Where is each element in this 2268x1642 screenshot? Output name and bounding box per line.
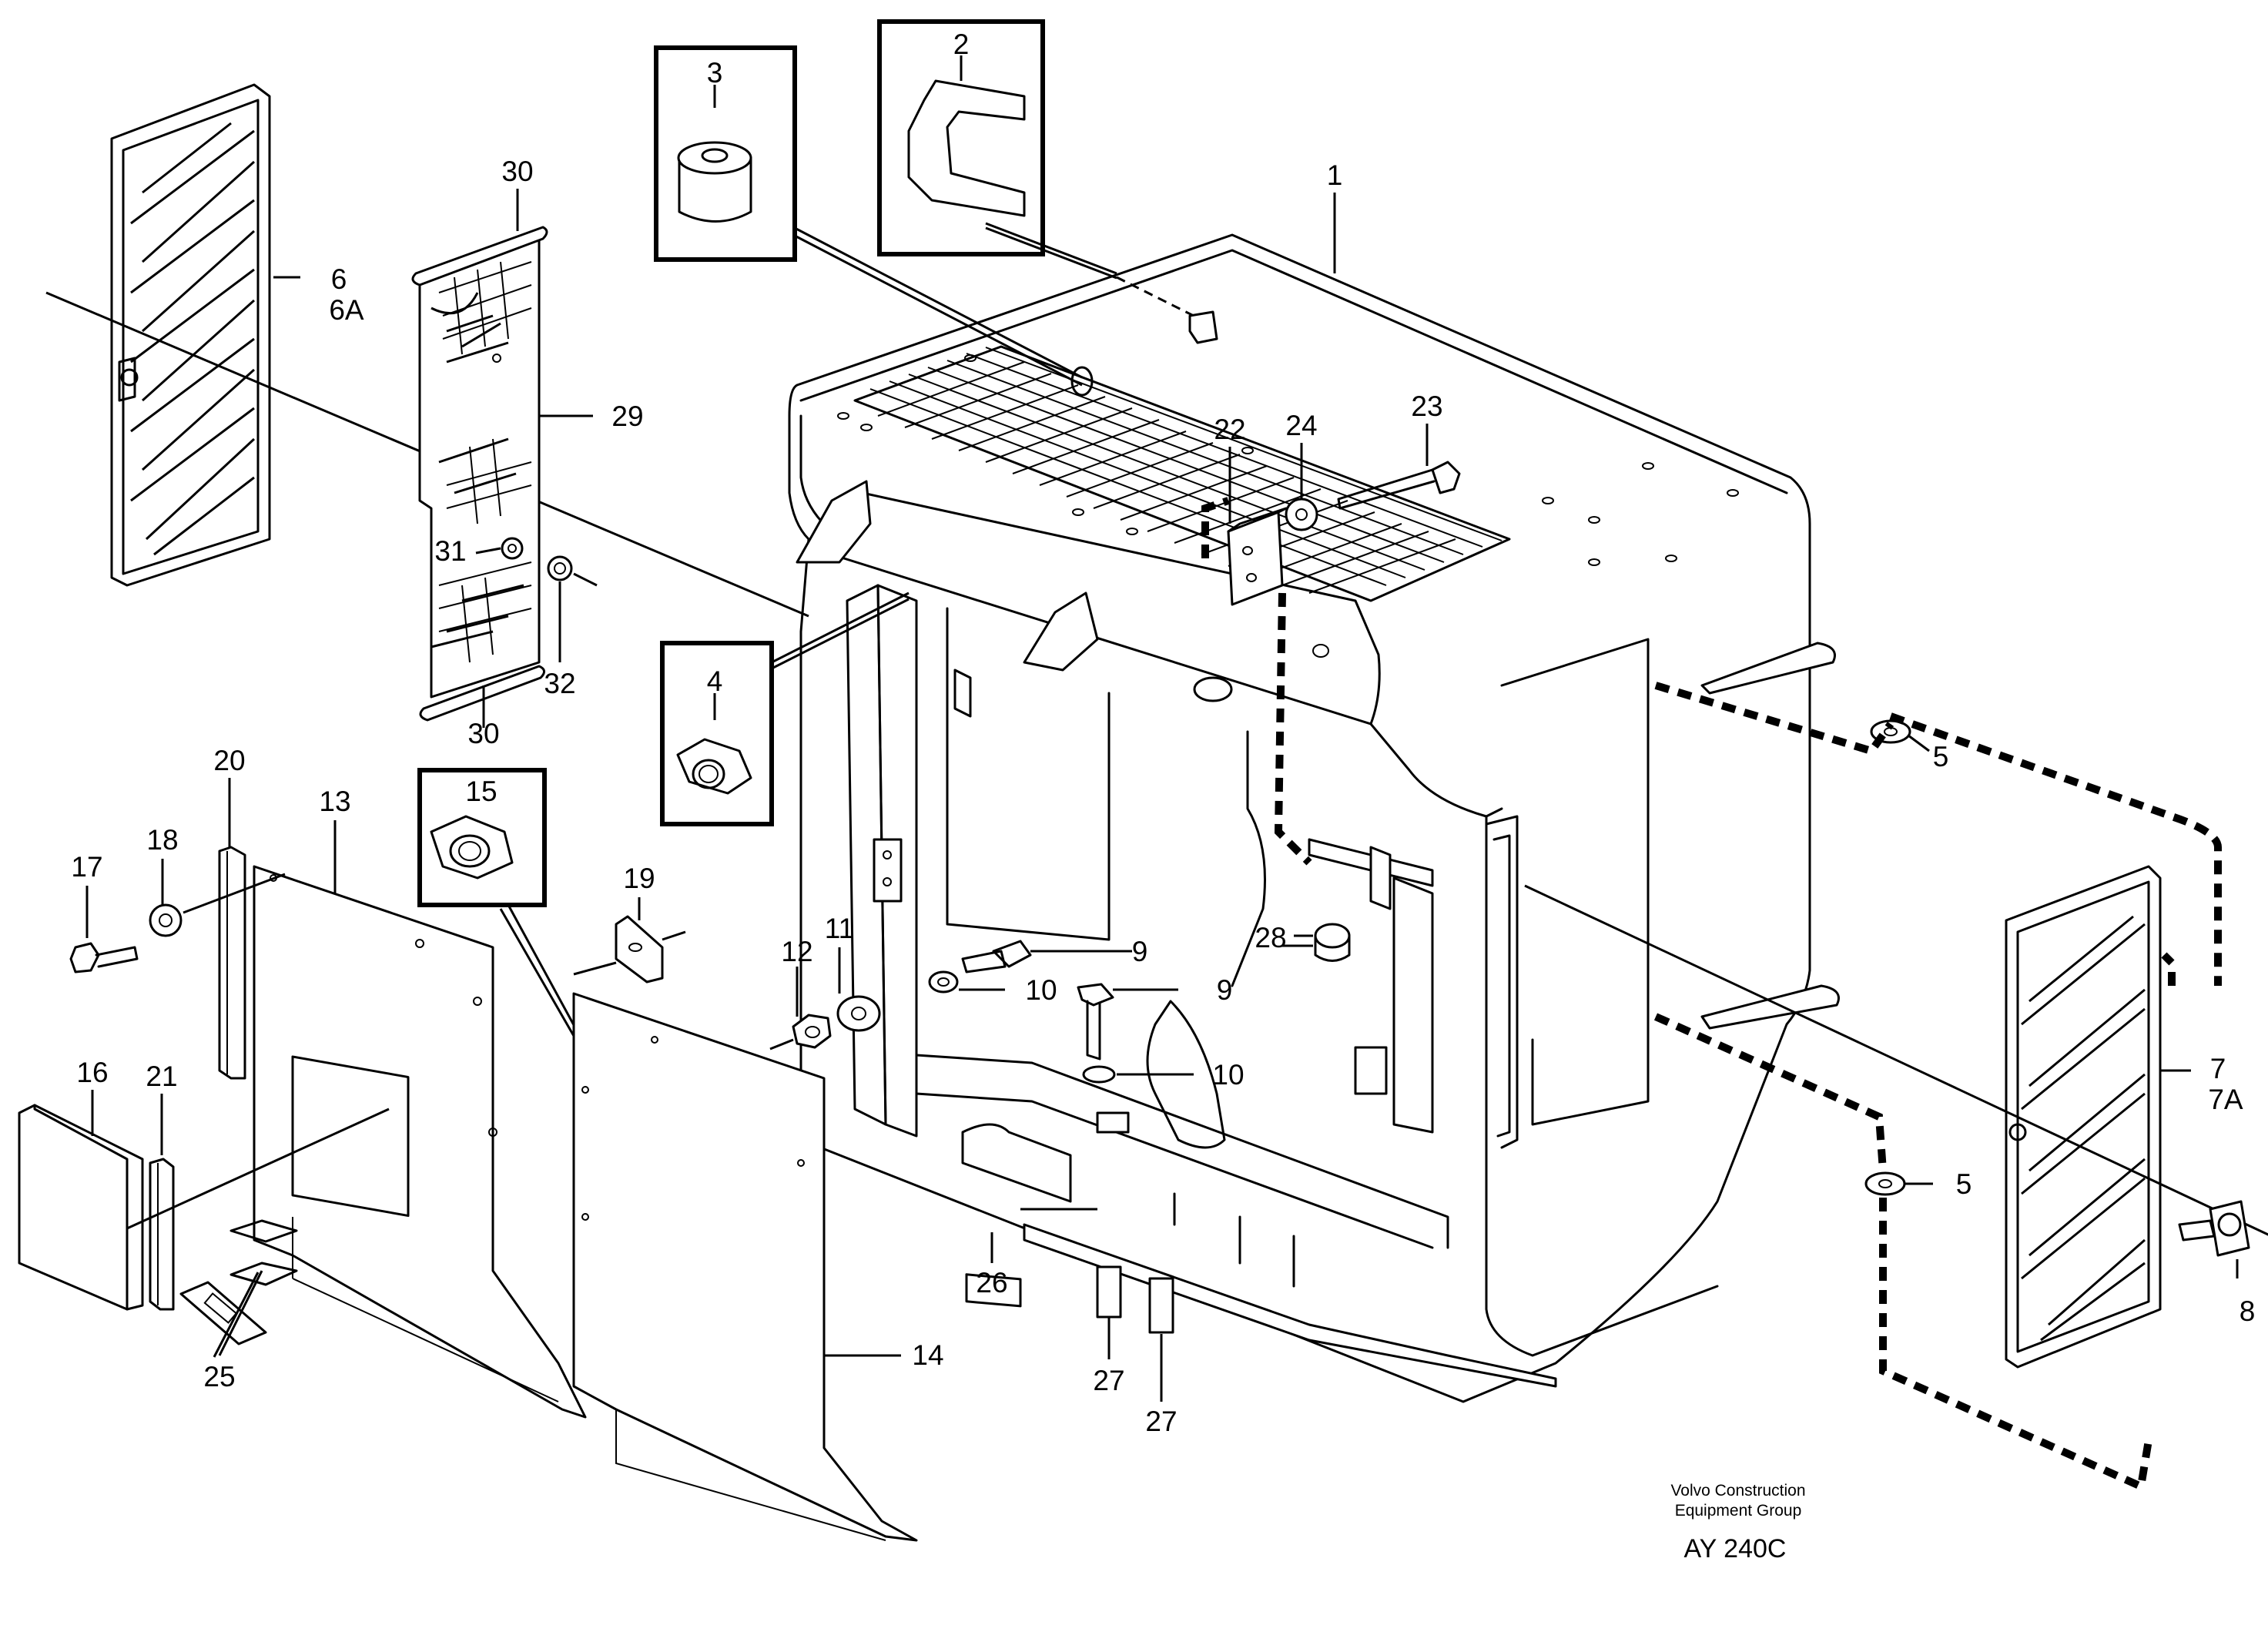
callout-32: 32 — [544, 668, 575, 699]
callout-9-bottom: 9 — [1217, 974, 1233, 1006]
right-door-panel — [2005, 865, 2162, 1369]
callout-24: 24 — [1285, 410, 1317, 441]
callout-31: 31 — [434, 535, 466, 567]
fasteners-9-12 — [792, 923, 1351, 1084]
callout-27-left: 27 — [1093, 1365, 1124, 1396]
callout-16: 16 — [76, 1057, 108, 1088]
callout-17: 17 — [71, 851, 102, 883]
drawing-code: AY 240C — [1684, 1534, 1787, 1563]
callout-7: 7 — [2210, 1053, 2226, 1084]
callout-25: 25 — [203, 1361, 235, 1392]
callout-21: 21 — [146, 1061, 177, 1092]
callout-23: 23 — [1411, 390, 1442, 422]
callout-19: 19 — [623, 863, 655, 894]
clip-19 — [615, 915, 664, 984]
side-panel-14 — [572, 992, 918, 1542]
key-lock-8 — [2178, 1200, 2250, 1257]
callout-13: 13 — [319, 786, 350, 817]
callout-29: 29 — [611, 400, 643, 432]
dashed-paths — [1201, 497, 2222, 1493]
callout-27-right: 27 — [1145, 1406, 1177, 1437]
callout-4: 4 — [707, 665, 723, 697]
bolt-17 — [69, 903, 183, 973]
callout-20: 20 — [213, 745, 245, 776]
callout-28: 28 — [1255, 922, 1286, 953]
callout-1: 1 — [1327, 159, 1343, 191]
callout-2: 2 — [953, 28, 970, 60]
bracket-22 — [1227, 507, 1288, 606]
callout-18: 18 — [146, 824, 178, 856]
callout-labels: 1 2 3 4 5 5 6 6A 7 7A 8 9 9 10 10 11 12 … — [71, 28, 2255, 1437]
side-panel-13 — [253, 865, 587, 1419]
callout-9-top: 9 — [1132, 936, 1148, 967]
callout-30-top: 30 — [501, 156, 533, 187]
hood-body — [788, 233, 1840, 1403]
callout-6: 6 — [331, 263, 347, 295]
callout-3: 3 — [707, 57, 723, 89]
callout-11: 11 — [825, 913, 854, 944]
callout-6a: 6A — [329, 294, 364, 326]
publisher-line-2: Equipment Group — [1675, 1502, 1802, 1520]
callout-10-right: 10 — [1212, 1059, 1244, 1091]
top-holes — [837, 354, 1739, 658]
callout-30-bottom: 30 — [467, 718, 499, 749]
callout-15: 15 — [465, 776, 497, 807]
detail-box-3 — [654, 45, 1094, 397]
detail-box-15 — [417, 768, 579, 1037]
callout-8: 8 — [2240, 1295, 2256, 1327]
publisher-line-1: Volvo Construction — [1670, 1482, 1805, 1500]
cover-16 — [18, 1104, 144, 1311]
seal-strips — [149, 846, 246, 1311]
callout-12: 12 — [781, 936, 812, 967]
detail-box-4 — [660, 591, 910, 826]
callout-5-top: 5 — [1933, 741, 1949, 772]
callout-14: 14 — [912, 1339, 943, 1371]
detail-box-2 — [877, 19, 1218, 344]
top-grille — [853, 345, 1511, 602]
callout-5-bottom: 5 — [1956, 1168, 1972, 1200]
washer-5-bottom — [1864, 1171, 1906, 1196]
callout-10-left: 10 — [1025, 974, 1057, 1006]
bolt-23 — [1337, 461, 1461, 510]
pads-26-27 — [965, 1265, 1174, 1334]
plate-25 — [179, 1281, 267, 1345]
callout-7a: 7A — [2208, 1084, 2243, 1115]
callout-26: 26 — [976, 1267, 1007, 1299]
screen-29 — [411, 226, 573, 722]
footer: Volvo Construction Equipment Group AY 24… — [1670, 1482, 1805, 1563]
left-door-panel — [110, 83, 271, 587]
callout-22: 22 — [1214, 414, 1245, 445]
washer-24 — [1285, 498, 1318, 531]
